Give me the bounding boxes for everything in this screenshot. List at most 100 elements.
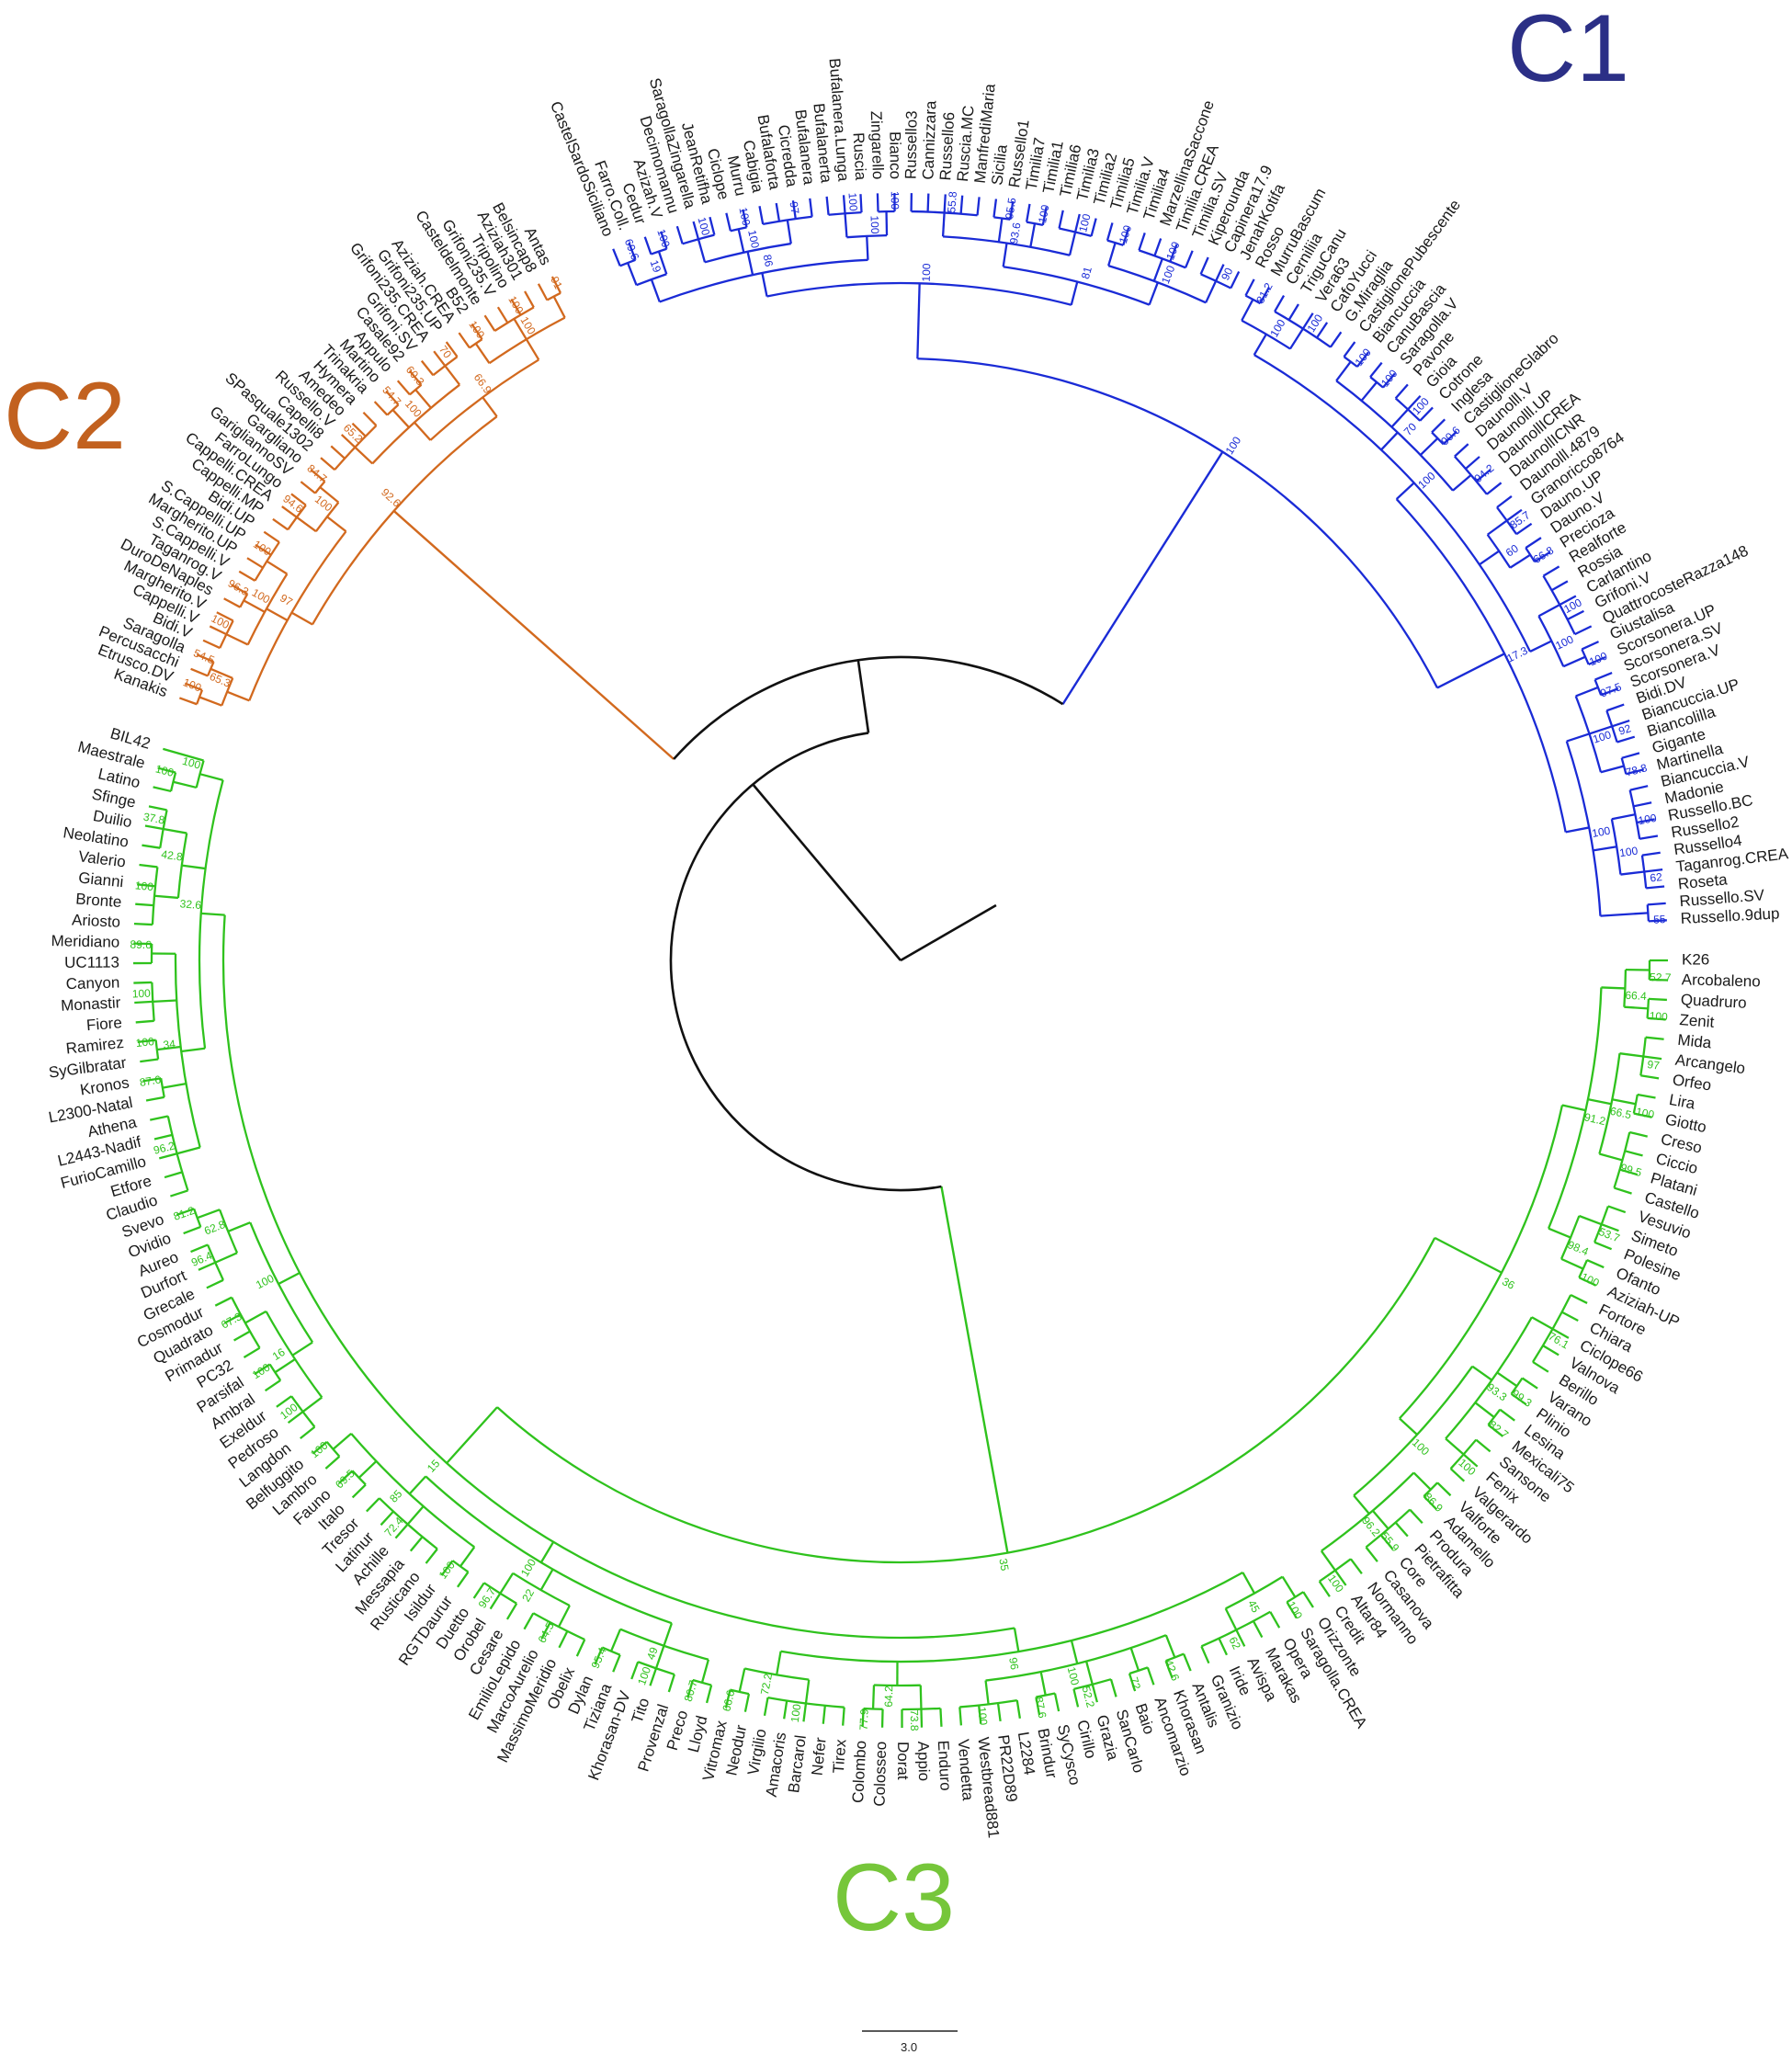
tree-branch (264, 1379, 281, 1392)
tree-branch (1244, 278, 1255, 297)
tree-branch (312, 1440, 328, 1455)
tree-branch (743, 1693, 751, 1712)
tree-branch (408, 1475, 427, 1495)
tree-branch (1009, 200, 1015, 220)
tree-branch (1109, 1678, 1117, 1697)
tree-branch (828, 210, 862, 216)
tree-branch (1013, 1628, 1020, 1652)
tree-branch (274, 1358, 296, 1374)
tree-branch (1343, 341, 1356, 358)
bootstrap-value: 100 (1579, 1270, 1601, 1289)
tree-branch (1566, 732, 1590, 743)
leaf-label: Ariosto (72, 911, 121, 931)
bootstrap-value: 100 (1036, 203, 1052, 224)
tree-branch (193, 1208, 202, 1228)
tree-branch (1072, 1688, 1080, 1708)
tree-branch (263, 530, 280, 543)
tree-branch (1537, 615, 1565, 667)
leaf-label: Colosseo (870, 1742, 890, 1807)
tree-branch (1593, 846, 1617, 852)
bootstrap-value: 91.2 (1583, 1110, 1607, 1128)
leaf-label: Cannizzara (919, 100, 939, 180)
tree-branch (804, 1679, 811, 1704)
tree-branches (133, 193, 1668, 1729)
bootstrap-value: 87.6 (1032, 1696, 1049, 1720)
tree-branch (290, 493, 307, 506)
leaf-label: Enduro (935, 1740, 955, 1791)
tree-branch (1452, 474, 1472, 492)
tree-branch (1070, 281, 1079, 306)
tree-branch (1302, 1591, 1314, 1608)
bootstrap-value: 94.6 (280, 493, 305, 516)
tree-branch (558, 1630, 569, 1649)
tree-branch (1399, 1417, 1418, 1436)
tree-branch (1562, 655, 1586, 668)
tree-branch (1164, 1634, 1176, 1658)
leaf-label: Colombo (849, 1740, 869, 1803)
tree-branch (911, 210, 978, 217)
tree-branch (1394, 1521, 1409, 1538)
tree-branch (1600, 687, 1619, 697)
tree-branch (1215, 264, 1225, 282)
tree-branch (246, 557, 264, 569)
tree-branch (1106, 222, 1114, 241)
bootstrap-value: 100 (154, 762, 176, 779)
tree-branch (822, 1705, 826, 1724)
tree-branch (1412, 1471, 1432, 1491)
bootstrap-value: 55.8 (945, 190, 959, 213)
tree-branch (278, 1271, 301, 1286)
tree-branch (1053, 1693, 1060, 1712)
tree-branch (1329, 331, 1343, 348)
tree-branch (1242, 1572, 1256, 1595)
tree-branch (627, 262, 638, 286)
tree-branch (976, 197, 981, 216)
tree-branch (550, 276, 562, 294)
tree-branch (300, 481, 316, 494)
tree-branch (1529, 640, 1552, 653)
bootstrap-value: 81 (1079, 265, 1094, 280)
bootstrap-value: 32.6 (179, 897, 202, 912)
tree-branch (1382, 372, 1396, 389)
tree-branch (1496, 1371, 1518, 1388)
tree-branch (351, 1483, 367, 1499)
bootstrap-value: 100 (1117, 223, 1134, 245)
tree-branch (700, 1659, 710, 1684)
leaf-label: Zenit (1679, 1011, 1715, 1031)
tree-branch (296, 516, 317, 533)
tree-branch (1487, 519, 1508, 536)
tree-branch (861, 1708, 865, 1728)
tree-branch (290, 1395, 316, 1428)
tree-branch (1409, 1508, 1423, 1525)
tree-branch (525, 338, 540, 361)
tree-branch (1335, 360, 1352, 382)
tree-branch (863, 1707, 883, 1710)
bootstrap-value: 92.6 (379, 486, 403, 510)
scale-bar-label: 3.0 (901, 2040, 917, 2054)
tree-branch (198, 1261, 216, 1271)
tree-branch (1394, 383, 1409, 400)
tree-branch (524, 290, 535, 308)
leaf-label: Lira (1668, 1091, 1697, 1113)
leaf-label: Bianco (886, 131, 903, 179)
tree-branch (281, 505, 298, 518)
tree-branch (326, 516, 347, 533)
tree-branch (1542, 565, 1560, 577)
tree-branch (196, 653, 214, 664)
tree-branch (842, 1707, 845, 1726)
tree-branch (351, 1470, 367, 1486)
tree-branch (1449, 1468, 1466, 1482)
tree-branch (190, 1243, 209, 1254)
tree-branch (210, 667, 233, 679)
tree-branch (943, 194, 947, 213)
tree-branch (1559, 1215, 1581, 1260)
tree-branch (209, 625, 227, 636)
tree-branch (1578, 1277, 1596, 1287)
tree-branch (357, 1460, 378, 1479)
tree-branch (483, 314, 496, 332)
tree-branch (1605, 703, 1625, 712)
bootstrap-value: 72 (1128, 1675, 1144, 1691)
leaf-label: Vendetta (955, 1739, 977, 1802)
bootstrap-value: 100 (1637, 812, 1658, 828)
tree-branch (1561, 1104, 1586, 1112)
